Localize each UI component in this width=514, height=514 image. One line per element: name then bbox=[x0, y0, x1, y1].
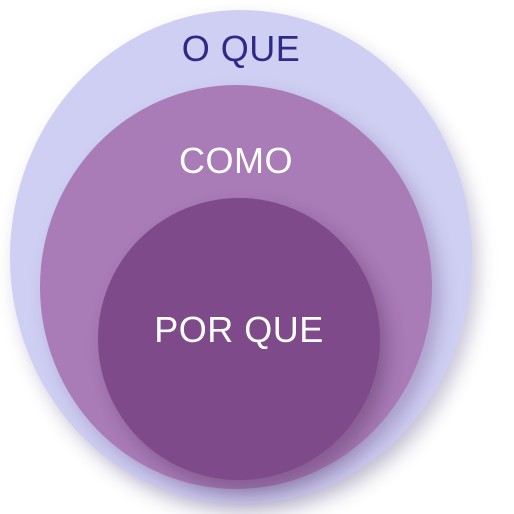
label-how: COMO bbox=[179, 140, 293, 181]
label-why: POR QUE bbox=[154, 309, 324, 350]
inner-circle-why: POR QUE bbox=[98, 198, 380, 480]
label-what: O QUE bbox=[181, 28, 301, 69]
